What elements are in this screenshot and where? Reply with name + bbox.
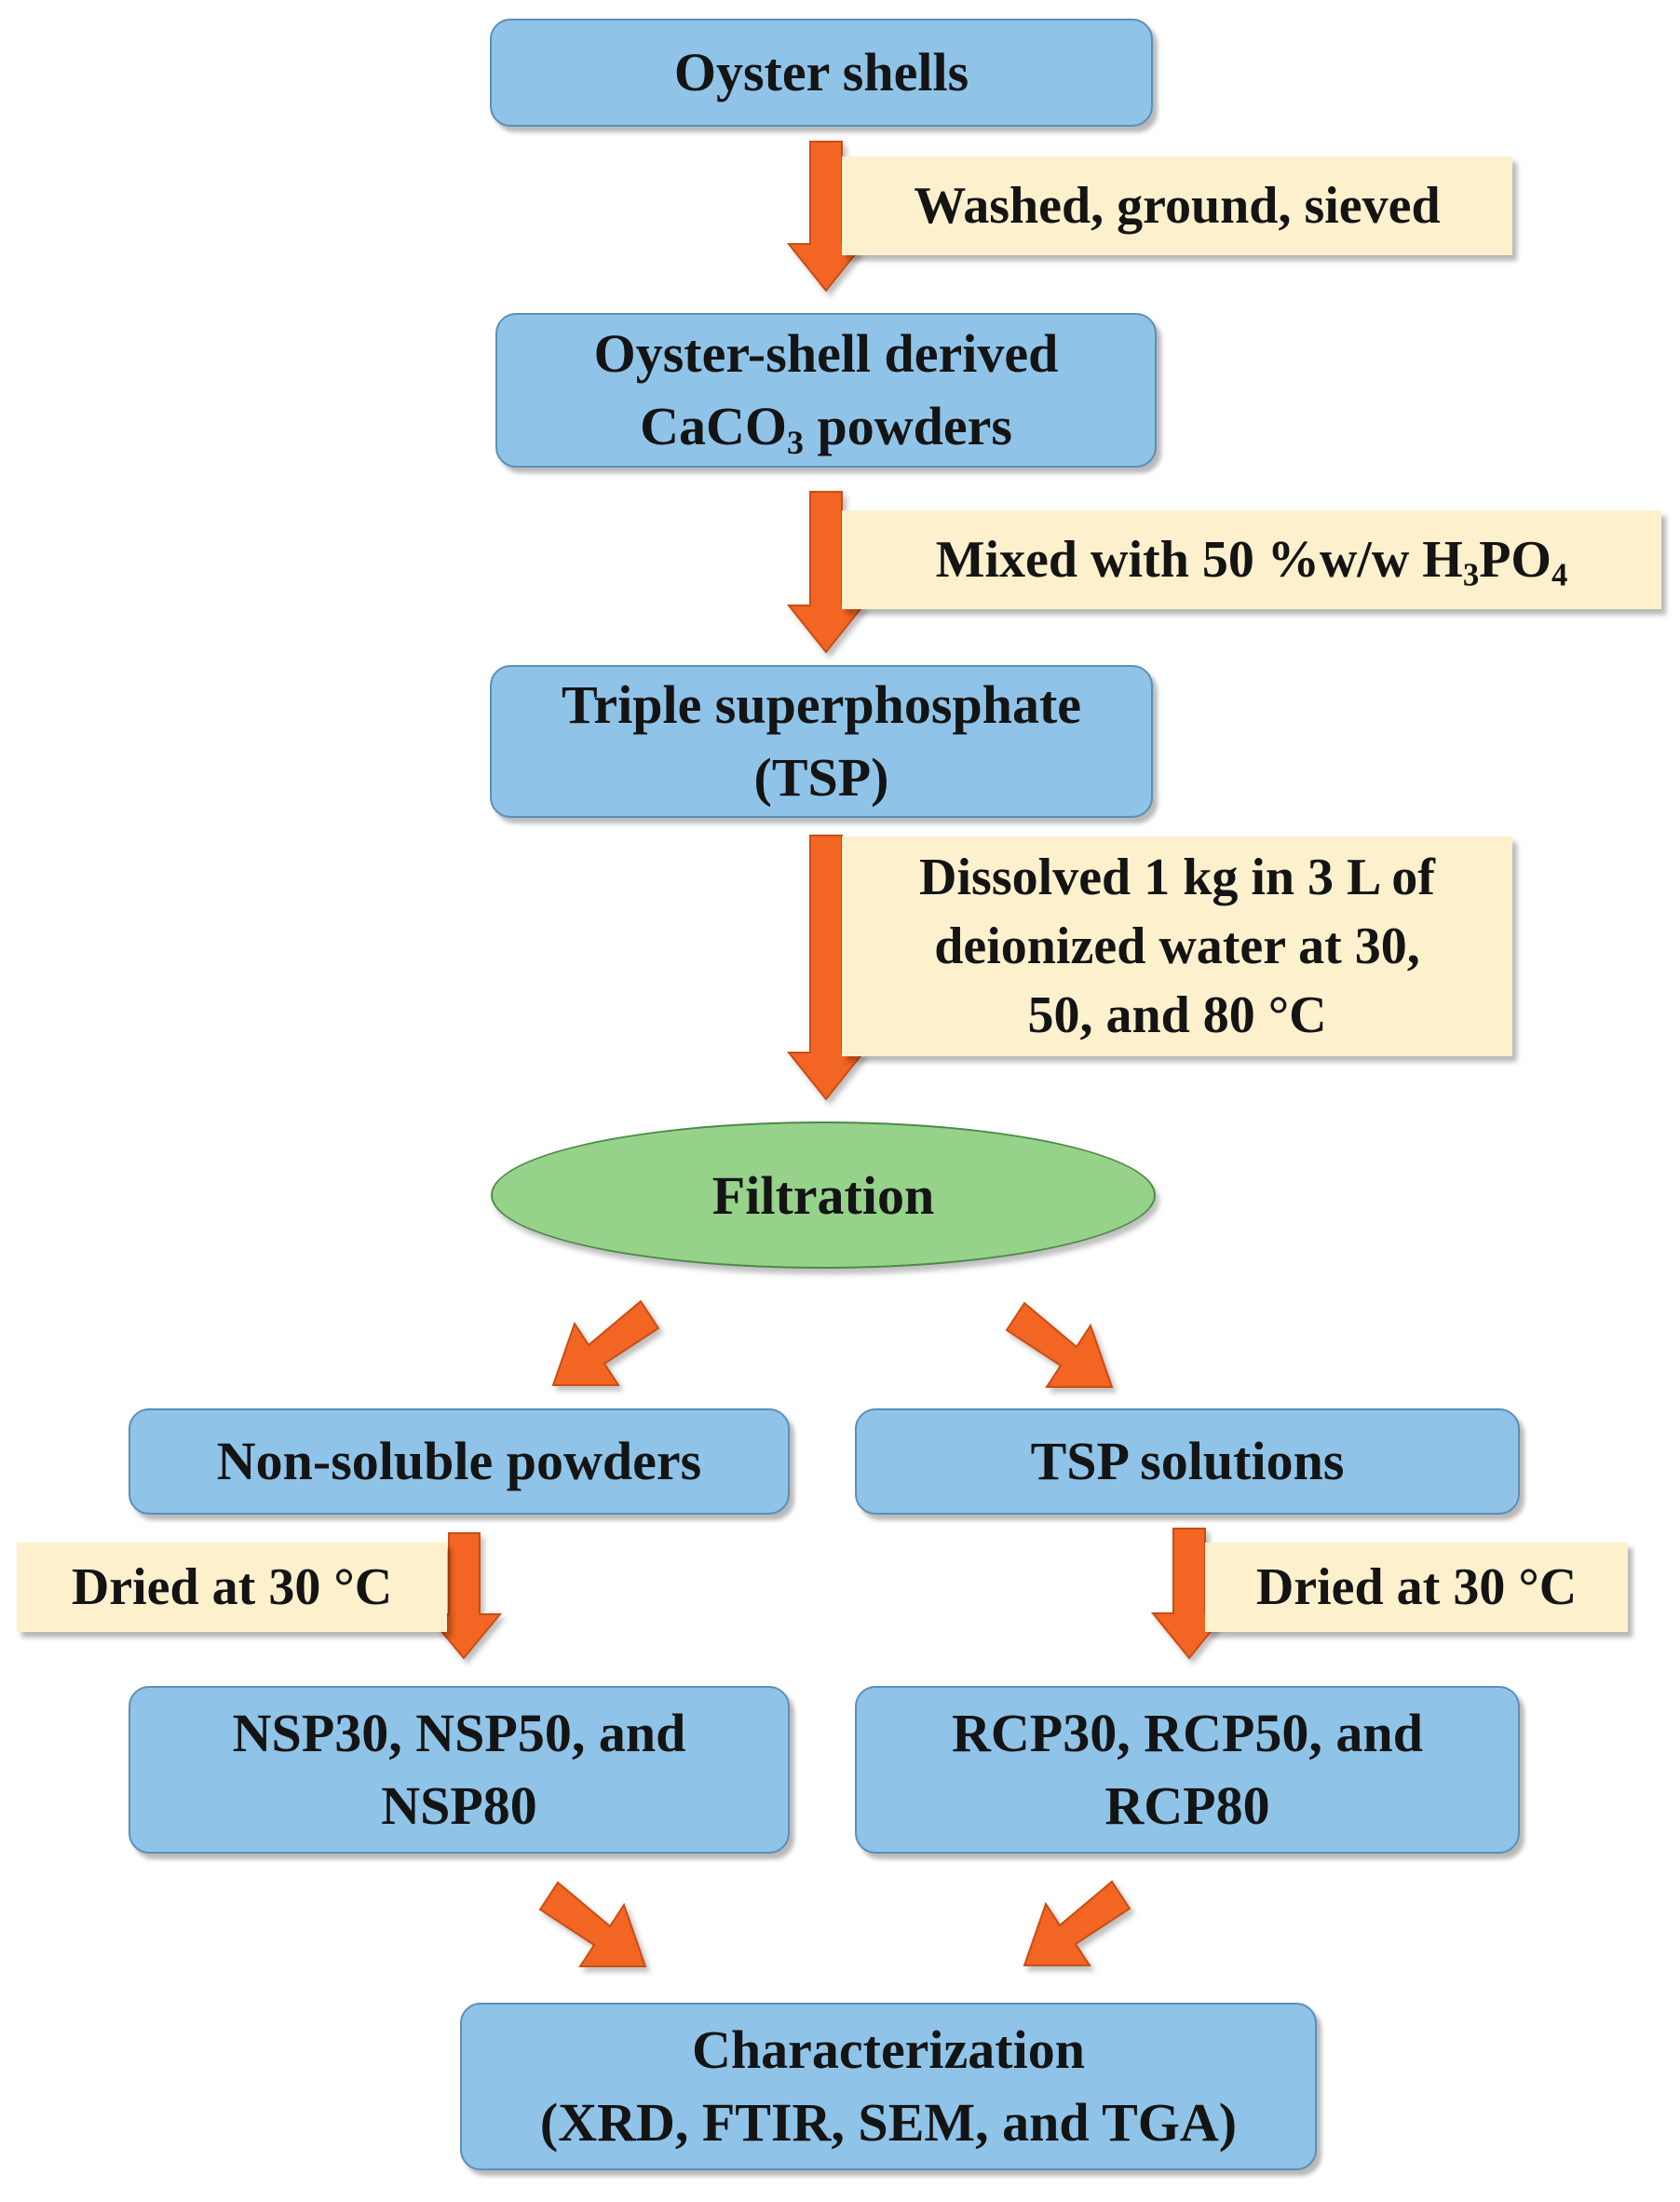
node-nsp-products: NSP30, NSP50, and NSP80 [129, 1686, 790, 1854]
node-oyster-shells: Oyster shells [490, 19, 1153, 127]
step-dry-right: Dried at 30 °C [1205, 1543, 1628, 1632]
arrow-rcp-to-characterization [1023, 1880, 1131, 1966]
step-dry-left: Dried at 30 °C [17, 1543, 447, 1632]
node-characterization: Characterization (XRD, FTIR, SEM, and TG… [460, 2003, 1317, 2170]
node-non-soluble-powders: Non-soluble powders [129, 1408, 790, 1515]
step-mix: Mixed with 50 %w/w H3PO4 [842, 510, 1661, 609]
arrow-filtration-to-nonsoluble [551, 1299, 660, 1386]
arrow-nsp-to-characterization [538, 1881, 647, 1967]
node-caco3-powders: Oyster-shell derived CaCO3 powders [495, 313, 1157, 468]
node-tsp-solutions: TSP solutions [855, 1408, 1520, 1515]
step-dissolve: Dissolved 1 kg in 3 L of deionized water… [842, 836, 1512, 1056]
node-filtration: Filtration [491, 1121, 1156, 1269]
step-wash: Washed, ground, sieved [842, 156, 1512, 255]
node-tsp: Triple superphosphate (TSP) [490, 665, 1153, 818]
node-rcp-products: RCP30, RCP50, and RCP80 [855, 1686, 1520, 1854]
arrow-filtration-to-tspsolutions [1005, 1301, 1114, 1388]
